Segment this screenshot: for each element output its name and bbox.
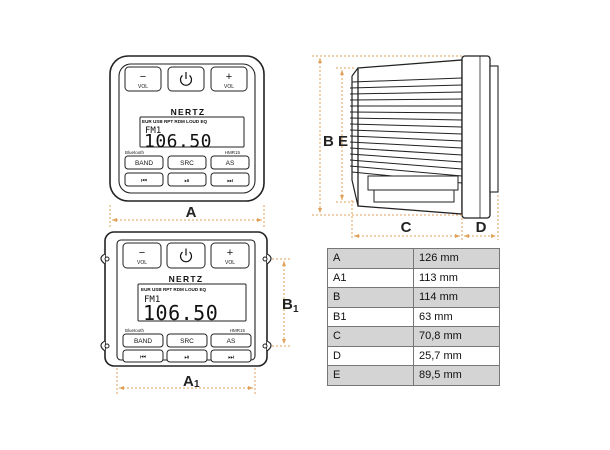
vol-minus-label: VOL [138,84,148,90]
dimension-key: D [327,345,414,366]
brand-logo: NERTZ [171,107,206,117]
lcd-status-line: EUR USB RPT RDM LOUD EQ [142,119,208,124]
vol-minus-button[interactable]: − VOL [124,66,162,92]
dimension-b1-subscript: 1 [293,304,299,315]
bluetooth-label: Bluetooth [125,150,145,155]
power-icon [179,248,193,263]
dimension-a1: A 1 [116,368,256,395]
vol-minus-symbol: − [140,71,146,83]
bluetooth-label-2: Bluetooth [125,328,145,333]
dimension-key: B [327,287,414,308]
dimension-b1-label: B [282,296,293,313]
dimension-value: 89,5 mm [413,365,500,386]
dimension-e-label: E [338,133,348,150]
lcd-frequency: 106.50 [144,131,212,152]
svg-text:+: + [227,247,233,259]
power-button[interactable] [167,66,205,92]
play-pause-button[interactable]: ⏯ [167,172,207,187]
vol-plus-label: VOL [224,84,234,90]
next-icon: ⏭ [228,354,234,361]
brand-logo-2: NERTZ [169,274,204,284]
dimension-d-label: D [476,219,487,236]
model-label: HMR15 [225,150,241,155]
mounting-ears [100,253,272,352]
dimension-value: 63 mm [413,306,500,327]
play-pause-icon: ⏯ [184,178,189,185]
svg-text:SRC: SRC [180,160,194,167]
svg-text:106.50: 106.50 [143,301,218,325]
lcd-display: EUR USB RPT RDM LOUD EQ FM1 106.50 [139,116,245,152]
as-button[interactable]: AS [210,155,250,170]
svg-text:BAND: BAND [134,338,152,345]
svg-text:FM1: FM1 [144,295,160,305]
prev-button-2[interactable]: ⏮ [122,349,164,363]
svg-text:−: − [139,247,145,259]
dimension-value: 126 mm [413,248,500,269]
dimension-a: A [109,204,265,228]
dimension-a1-subscript: 1 [194,379,200,390]
dimension-value: 25,7 mm [413,345,500,366]
dimension-e: E [336,67,356,203]
dimension-b: B [312,55,462,216]
cooling-fins [349,77,463,184]
power-button-2[interactable] [166,242,206,269]
vol-plus-button-2[interactable]: + VOL [210,242,250,269]
dimension-value: 70,8 mm [413,326,500,347]
front-unit-bottom: − VOL + VOL NERTZ EUR USB RPT RDM LOUD E… [100,231,272,367]
dimension-key: A [327,248,414,269]
svg-text:EUR USB RPT RDM LOUD EQ: EUR USB RPT RDM LOUD EQ [141,287,207,292]
svg-text:BAND: BAND [135,160,153,167]
dimension-a-label: A [186,204,197,221]
side-view [349,55,499,219]
next-button[interactable]: ⏭ [210,172,250,187]
next-button-2[interactable]: ⏭ [210,349,252,363]
vol-minus-button-2[interactable]: − VOL [122,242,162,269]
play-pause-icon: ⏯ [184,354,189,361]
dimension-b1: B 1 [272,258,299,347]
dimension-d: D [464,195,499,240]
dimension-key: B1 [327,306,414,327]
prev-icon: ⏮ [140,354,146,361]
src-button-2[interactable]: SRC [166,333,208,348]
dimension-value: 113 mm [413,267,500,288]
model-label-2: HMR15 [230,328,246,333]
lcd-band: FM1 [145,126,161,136]
svg-text:AS: AS [226,160,235,167]
vol-plus-symbol: + [226,71,232,83]
band-button[interactable]: BAND [124,155,164,170]
dimension-b-label: B [323,133,334,150]
as-button-2[interactable]: AS [210,333,252,348]
svg-text:VOL: VOL [225,260,235,266]
svg-text:VOL: VOL [137,260,147,266]
lcd-display-2: EUR USB RPT RDM LOUD EQ FM1 106.50 [137,283,247,325]
src-button[interactable]: SRC [167,155,207,170]
svg-text:AS: AS [227,338,236,345]
power-icon [179,72,193,86]
dimension-c: C [351,200,463,240]
dimension-value: 114 mm [413,287,500,308]
dimension-key: A1 [327,267,414,288]
band-button-2[interactable]: BAND [122,333,164,348]
dimension-a1-label: A [183,373,194,390]
dimension-key: C [327,326,414,347]
play-pause-button-2[interactable]: ⏯ [166,349,208,363]
next-icon: ⏭ [227,178,233,185]
front-unit-top: − VOL + VOL NERTZ EUR USB RPT RDM LOUD E… [109,55,265,202]
dimension-key: E [327,365,414,386]
svg-text:SRC: SRC [180,338,194,345]
prev-button[interactable]: ⏮ [124,172,164,187]
dimension-c-label: C [401,219,412,236]
prev-icon: ⏮ [141,178,147,185]
vol-plus-button[interactable]: + VOL [210,66,248,92]
